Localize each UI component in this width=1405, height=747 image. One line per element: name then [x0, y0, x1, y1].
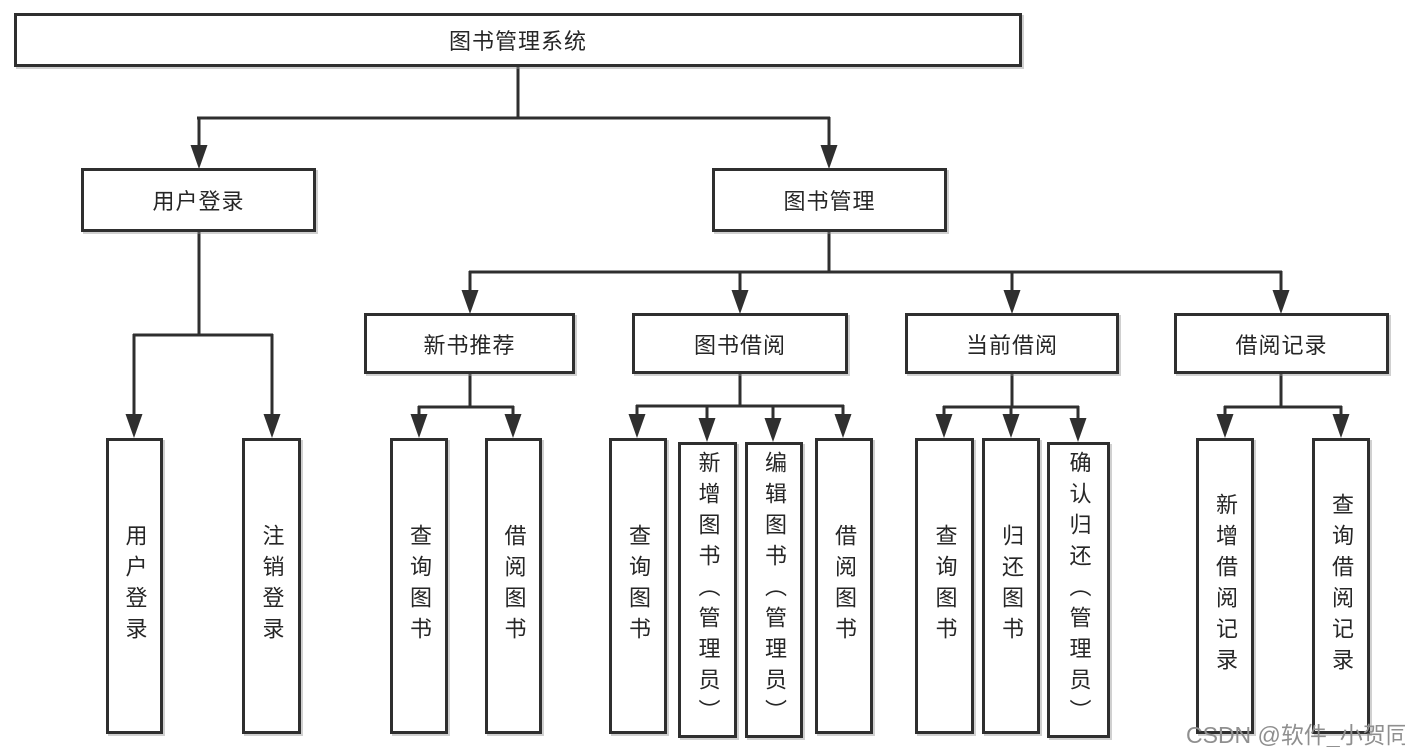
- node-current-borrow: 当前借阅: [905, 313, 1119, 374]
- leaf-return-books: 归还图书: [982, 438, 1040, 734]
- leaf-query-borrow-record: 查询借阅记录: [1312, 438, 1370, 734]
- node-label: 用户登录: [122, 524, 148, 648]
- node-label: 编辑图书（管理员）: [762, 450, 787, 730]
- csdn-watermark: CSDN @软件_小贺同学: [1186, 722, 1405, 747]
- leaf-user-login: 用户登录: [106, 438, 163, 734]
- node-label: 注销登录: [259, 524, 285, 648]
- node-root-title: 图书管理系统: [14, 13, 1022, 67]
- node-label: 借阅图书: [501, 524, 527, 648]
- node-label: 查询图书: [932, 524, 958, 648]
- arrowheads: [125, 145, 1350, 442]
- node-label: 新增图书（管理员）: [695, 450, 721, 730]
- node-label: 查询图书: [407, 524, 432, 648]
- node-label: 当前借阅: [965, 332, 1058, 358]
- node-book-management-branch: 图书管理: [712, 168, 947, 232]
- node-label: 新增借阅记录: [1213, 493, 1238, 679]
- node-label: 查询借阅记录: [1329, 493, 1354, 679]
- node-new-book-recommend: 新书推荐: [364, 313, 575, 374]
- leaf-query-books: 查询图书: [915, 438, 974, 734]
- leaf-logout: 注销登录: [242, 438, 301, 734]
- node-book-borrow: 图书借阅: [632, 313, 848, 374]
- leaf-query-books: 查询图书: [390, 438, 448, 734]
- node-label: 归还图书: [999, 524, 1024, 648]
- leaf-edit-books-admin: 编辑图书（管理员）: [745, 442, 803, 738]
- node-label: 确认归还（管理员）: [1066, 450, 1092, 730]
- node-label: 用户登录: [152, 189, 245, 214]
- node-borrow-records: 借阅记录: [1174, 313, 1389, 374]
- leaf-borrow-books: 借阅图书: [485, 438, 542, 734]
- node-label: 图书借阅: [693, 332, 786, 358]
- node-label: 图书管理系统: [448, 29, 587, 54]
- node-user-login-branch: 用户登录: [81, 168, 316, 232]
- leaf-confirm-return-admin: 确认归还（管理员）: [1047, 442, 1110, 738]
- node-label: 图书管理: [783, 189, 876, 214]
- node-label: 查询图书: [626, 524, 651, 648]
- leaf-query-books: 查询图书: [609, 438, 667, 734]
- leaf-borrow-books: 借阅图书: [815, 438, 873, 734]
- node-label: 新书推荐: [423, 332, 516, 358]
- leaf-add-books-admin: 新增图书（管理员）: [678, 442, 737, 738]
- leaf-add-borrow-record: 新增借阅记录: [1196, 438, 1254, 734]
- node-label: 借阅记录: [1235, 332, 1328, 358]
- node-label: 借阅图书: [832, 524, 857, 648]
